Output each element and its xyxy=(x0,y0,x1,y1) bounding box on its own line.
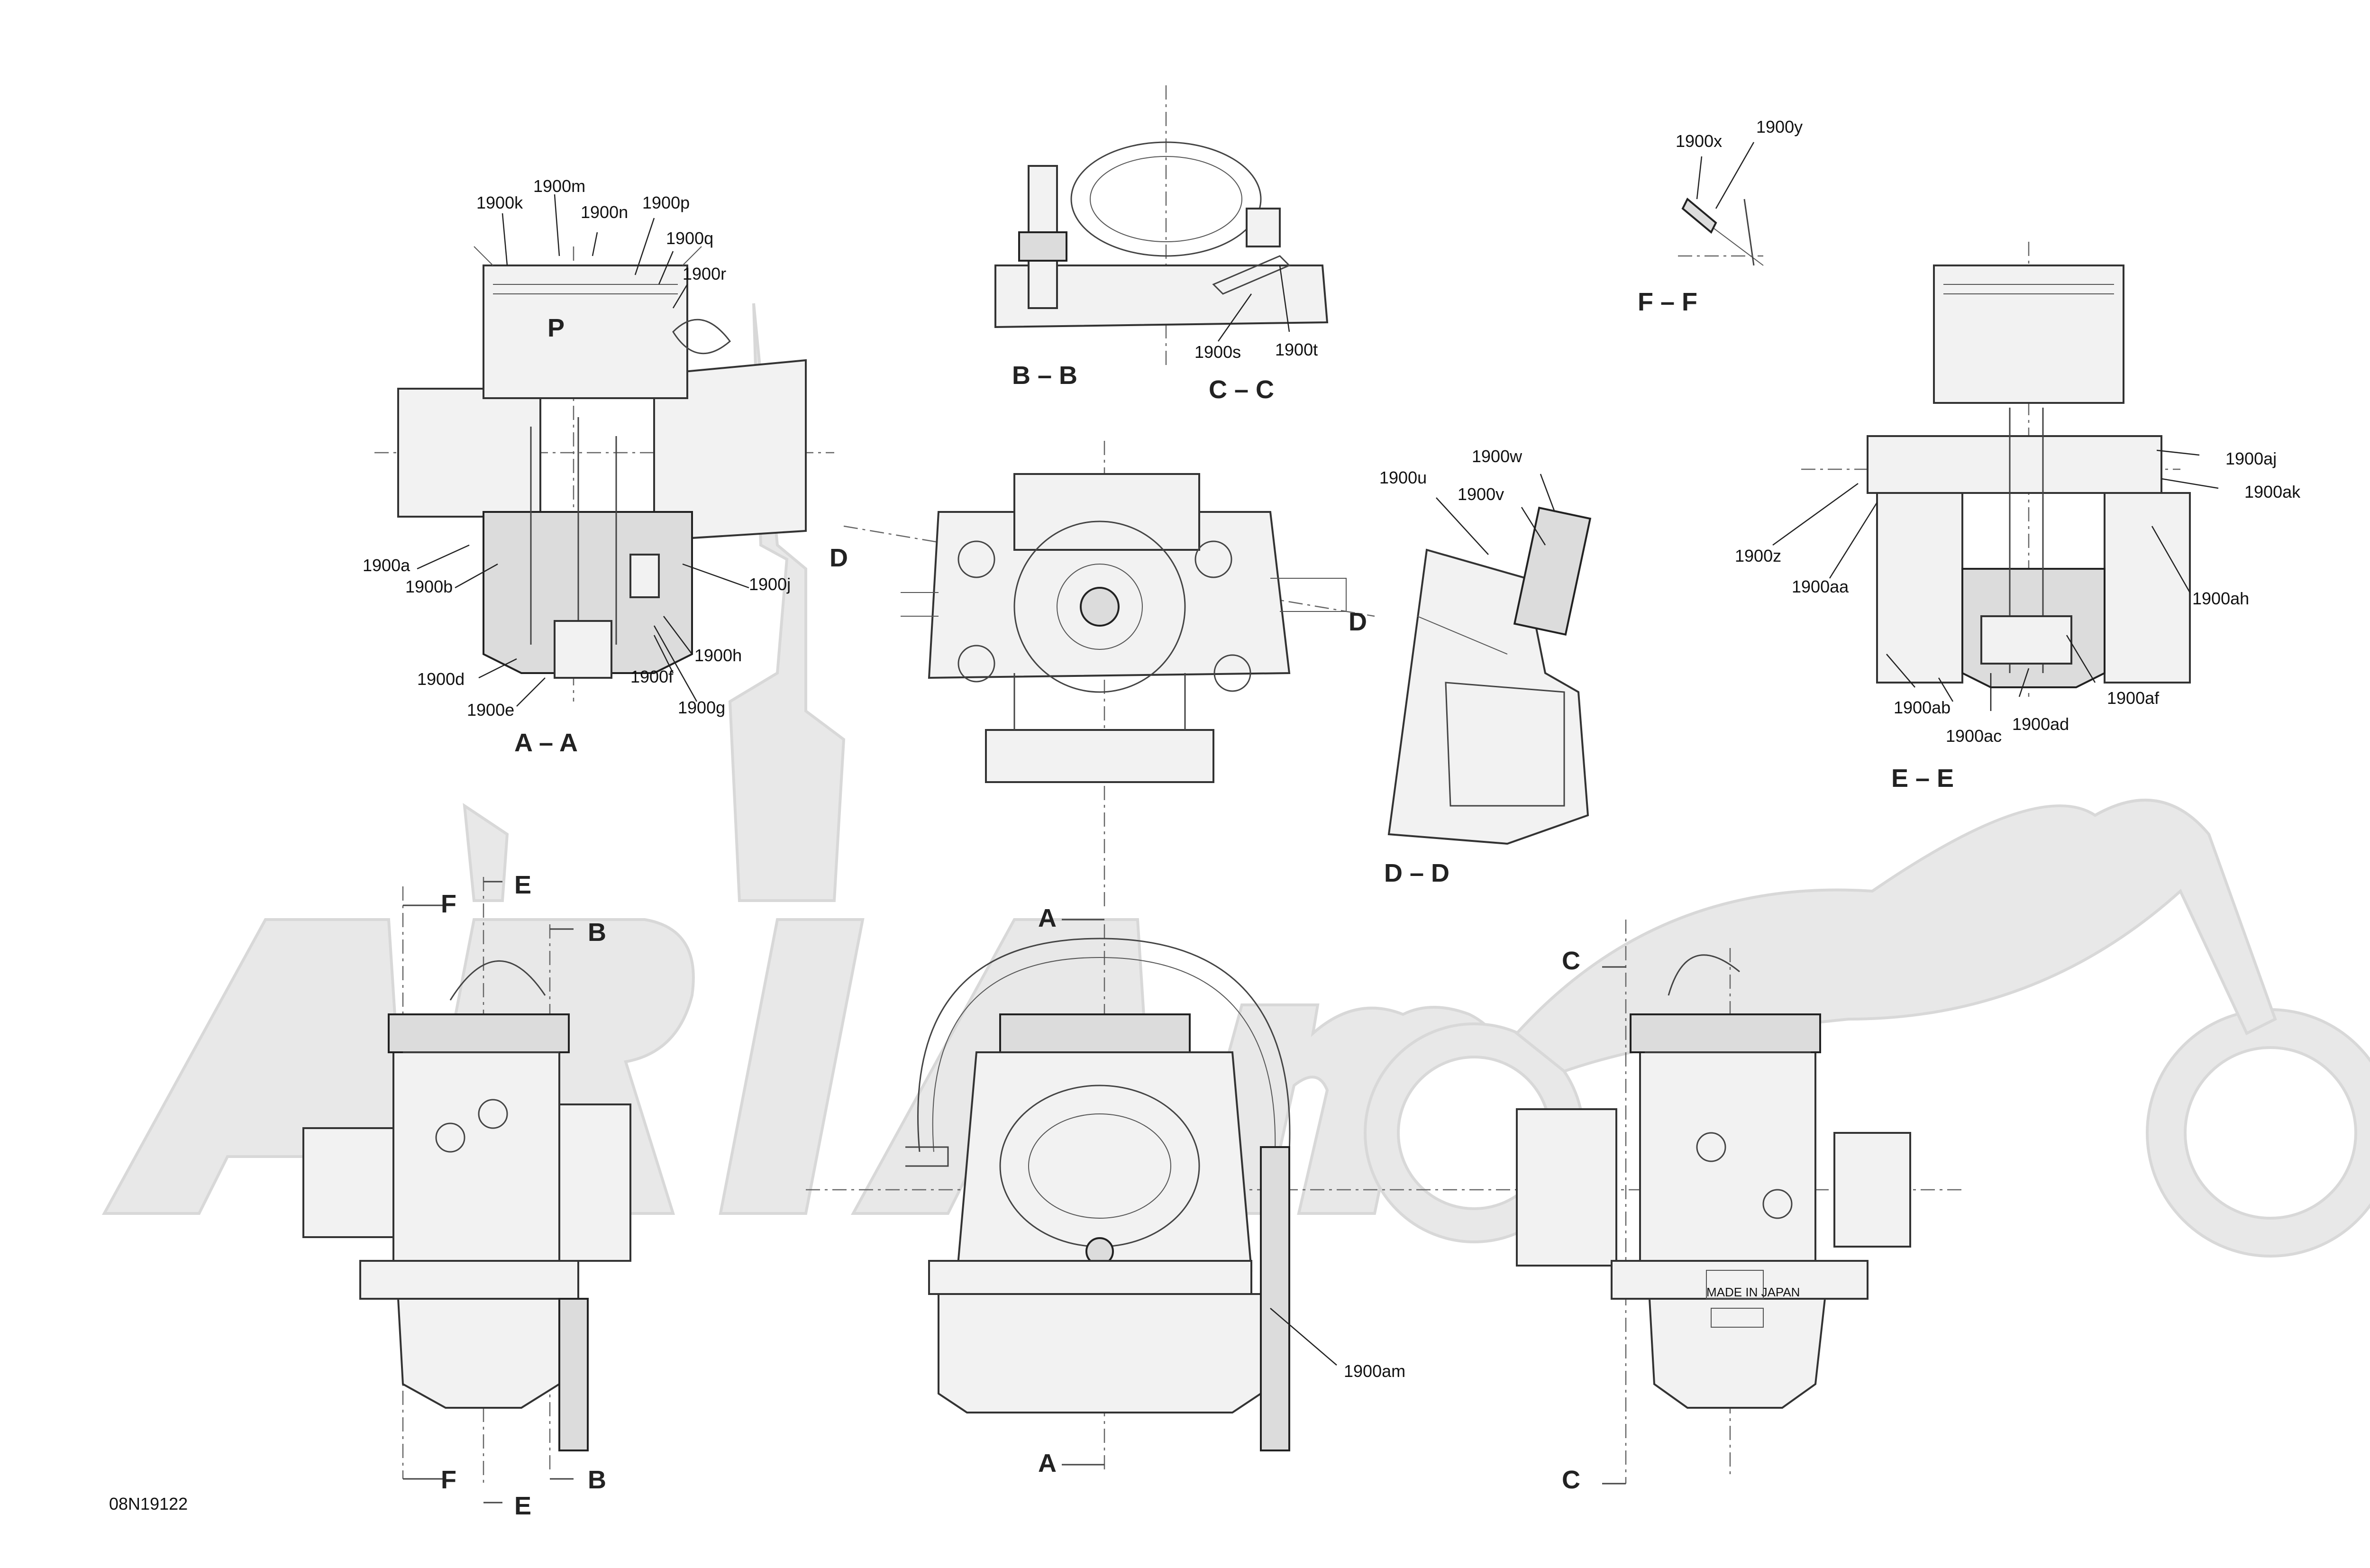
label-1900j: 1900j xyxy=(749,574,791,594)
label-1900k: 1900k xyxy=(476,193,523,212)
section-label-e-e: E – E xyxy=(1891,764,1954,793)
label-1900e: 1900e xyxy=(467,700,514,720)
label-1900ad: 1900ad xyxy=(2012,714,2069,734)
section-label-b-b: B – B xyxy=(1012,361,1077,390)
made-in-japan-plate: MADE IN JAPAN xyxy=(1706,1285,1800,1299)
label-1900y: 1900y xyxy=(1756,117,1803,137)
cut-marker-c-top: C xyxy=(1562,947,1580,975)
cut-marker-f-bottom: F xyxy=(441,1466,456,1494)
label-1900f: 1900f xyxy=(630,667,674,686)
section-f-f-view xyxy=(1678,197,1764,266)
section-label-f-f: F – F xyxy=(1638,288,1697,316)
label-1900aj: 1900aj xyxy=(2225,449,2277,468)
label-1900ah: 1900ah xyxy=(2192,589,2249,608)
label-1900z: 1900z xyxy=(1735,546,1781,565)
section-label-c-c: C – C xyxy=(1209,375,1274,404)
cut-marker-c-bottom: C xyxy=(1562,1466,1580,1494)
label-1900r: 1900r xyxy=(683,264,726,283)
cut-marker-a-top: A xyxy=(1038,904,1057,932)
leader-lines xyxy=(417,142,2219,1366)
section-label-a-a: A – A xyxy=(514,729,578,757)
cut-marker-a-bottom: A xyxy=(1038,1449,1057,1477)
label-1900ab: 1900ab xyxy=(1894,698,1951,717)
label-1900u: 1900u xyxy=(1379,468,1427,487)
label-1900a: 1900a xyxy=(363,556,410,575)
side-view-left xyxy=(302,877,631,1484)
section-e-e-view xyxy=(1801,242,2191,697)
cut-marker-e-bottom: E xyxy=(514,1492,531,1520)
label-1900b: 1900b xyxy=(405,577,453,596)
label-1900aa: 1900aa xyxy=(1792,577,1849,596)
label-1900s: 1900s xyxy=(1194,342,1241,362)
cut-markers: F E B F E B A A C C D D P xyxy=(441,314,1580,1520)
watermark-logo xyxy=(101,303,2370,1258)
label-1900w: 1900w xyxy=(1472,447,1522,466)
label-1900g: 1900g xyxy=(678,698,725,717)
section-captions: A – A B – B C – C D – D E – E F – F xyxy=(514,288,1954,887)
front-view-center xyxy=(806,924,1962,1469)
label-1900af: 1900af xyxy=(2107,688,2160,708)
cut-marker-d-right: D xyxy=(1349,608,1367,636)
label-1900h: 1900h xyxy=(694,646,742,665)
section-a-a-view xyxy=(374,246,834,702)
label-1900ak: 1900ak xyxy=(2244,482,2301,501)
figure-code: 08N19122 xyxy=(109,1494,188,1513)
view-marker-p: P xyxy=(547,314,565,342)
label-1900p: 1900p xyxy=(642,193,690,212)
label-1900ac: 1900ac xyxy=(1946,726,2002,746)
top-view-carburetor xyxy=(843,441,1375,910)
section-label-d-d: D – D xyxy=(1384,859,1449,887)
label-1900q: 1900q xyxy=(666,228,713,248)
section-d-d-view xyxy=(1387,506,1592,845)
cut-marker-b-top: B xyxy=(588,918,606,947)
cut-marker-f-top: F xyxy=(441,890,456,918)
label-1900v: 1900v xyxy=(1458,484,1504,504)
side-view-right xyxy=(1516,920,1911,1484)
label-1900m: 1900m xyxy=(533,176,585,196)
part-labels: 1900k 1900m 1900n 1900p 1900q 1900r 1900… xyxy=(363,117,2301,1381)
label-1900n: 1900n xyxy=(581,202,628,222)
section-b-b-c-c-view xyxy=(994,85,1329,370)
cut-marker-e-top: E xyxy=(514,871,531,899)
cut-marker-d-left: D xyxy=(830,544,848,572)
label-1900x: 1900x xyxy=(1676,131,1722,151)
cut-marker-b-bottom: B xyxy=(588,1466,606,1494)
label-1900d: 1900d xyxy=(417,669,465,689)
cut-plane-lines xyxy=(403,881,1626,1504)
label-1900t: 1900t xyxy=(1275,340,1318,359)
label-1900am: 1900am xyxy=(1344,1361,1405,1381)
